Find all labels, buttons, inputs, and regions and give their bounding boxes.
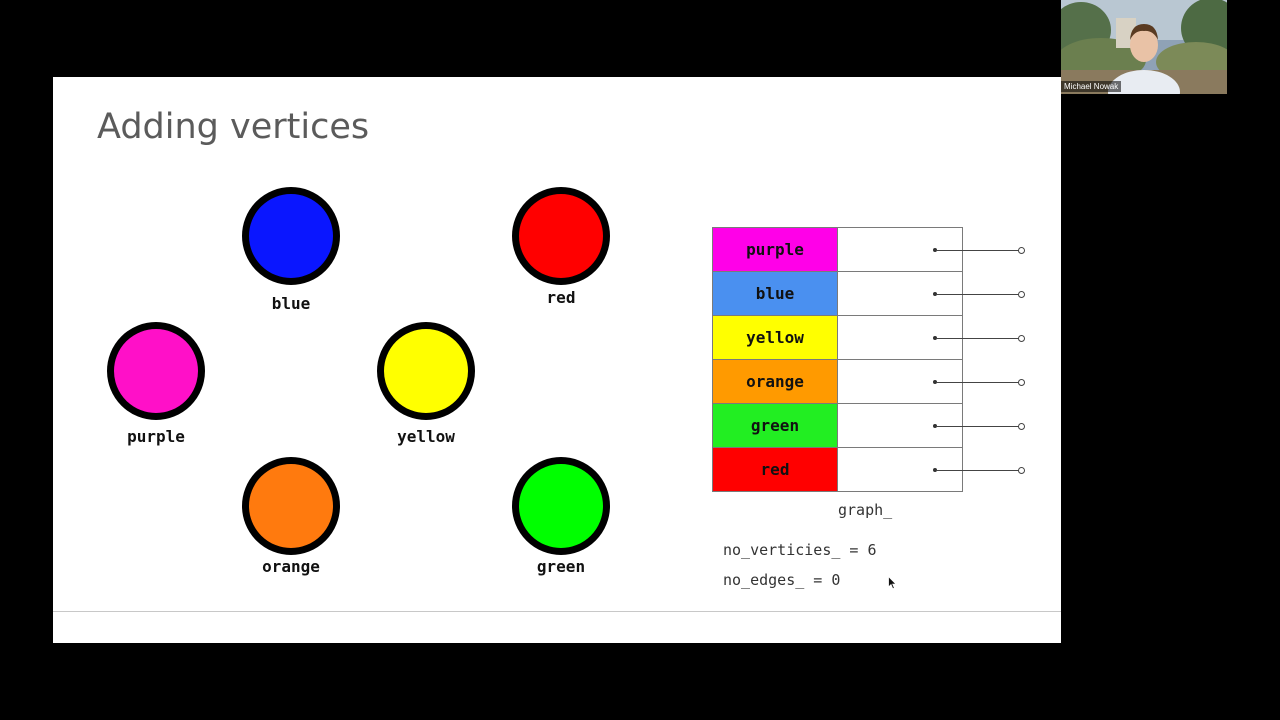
adjacency-pointer-cell [838,448,1025,491]
pointer-end-circle [1018,466,1025,474]
pointer-line [937,293,1019,295]
pointer-dot [933,291,937,296]
pointer-end-circle [1018,378,1025,386]
slide-divider [53,611,1061,612]
adjacency-key: blue [713,272,838,315]
slide-title: Adding vertices [97,107,370,147]
adjacency-key: green [713,404,838,447]
adjacency-key: red [713,448,838,491]
vertex-circle [377,322,475,420]
vertex-label: blue [271,294,311,313]
webcam-feed-image [1061,0,1227,94]
pointer-end-circle [1018,290,1025,298]
vertex-circle [512,457,610,555]
pointer-dot [933,379,937,384]
adjacency-row-yellow: yellow [713,315,1025,359]
vertex-circle [107,322,205,420]
vertex-count-label: no_verticies_ = 6 [723,541,877,559]
vertex-label: red [546,288,576,307]
adjacency-key: orange [713,360,838,403]
adjacency-key: yellow [713,316,838,359]
adjacency-list-table: purple blue yellow [712,227,1025,492]
pointer-dot [933,335,937,340]
adjacency-pointer-cell [838,404,1025,447]
pointer-line [937,381,1019,383]
vertex-label: orange [262,557,320,576]
pointer-end-circle [1018,246,1025,254]
mouse-cursor-icon [888,576,897,590]
presentation-slide: Adding vertices blue red purple yellow o… [53,77,1061,643]
webcam-video-tile[interactable]: Michael Nowak [1061,0,1227,94]
edge-count-label: no_edges_ = 0 [723,571,841,589]
graph-variable-label: graph_ [838,501,893,519]
participant-name-label: Michael Nowak [1061,81,1122,92]
vertex-circle [512,187,610,285]
vertex-label: yellow [397,427,455,446]
adjacency-pointer-cell [838,360,1025,403]
adjacency-row-orange: orange [713,359,1025,403]
adjacency-row-blue: blue [713,271,1025,315]
pointer-dot [933,423,937,428]
vertex-label: green [536,557,586,576]
adjacency-row-red: red [713,447,1025,491]
pointer-line [937,249,1019,251]
adjacency-row-green: green [713,403,1025,447]
pointer-end-circle [1018,422,1025,430]
pointer-line [937,425,1019,427]
adjacency-row-purple: purple [713,228,1025,271]
adjacency-pointer-cell [838,228,1025,271]
adjacency-pointer-cell [838,316,1025,359]
vertex-label: purple [127,427,185,446]
pointer-line [937,337,1019,339]
vertex-circle [242,187,340,285]
pointer-end-circle [1018,334,1025,342]
pointer-dot [933,247,937,252]
adjacency-pointer-cell [838,272,1025,315]
pointer-dot [933,467,937,472]
adjacency-key: purple [713,228,838,271]
vertex-circle [242,457,340,555]
pointer-line [937,469,1019,471]
